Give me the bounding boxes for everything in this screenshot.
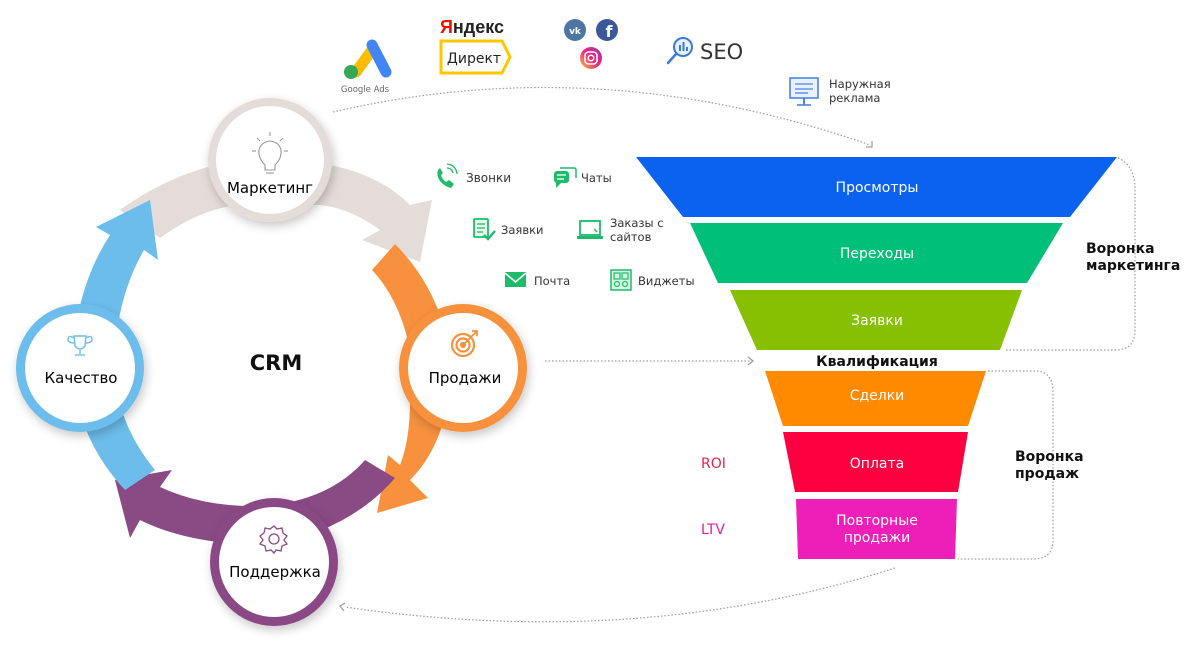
gear-icon xyxy=(258,525,289,555)
funnel-stage-label-payment: Оплата xyxy=(850,456,904,472)
funnel-stage-repeat-sales[interactable] xyxy=(796,499,957,559)
channel-label-line1: Заказы с xyxy=(610,216,664,230)
google-ads-icon xyxy=(344,39,392,79)
outdoor-label-line2: реклама xyxy=(829,91,880,105)
sales-funnel-title-line2: продаж xyxy=(1015,466,1079,482)
funnel-stage-payment[interactable] xyxy=(783,432,968,492)
marketing-funnel-bracket xyxy=(1005,157,1136,351)
seo-logo[interactable]: SEO xyxy=(666,37,743,65)
svg-text:f: f xyxy=(606,22,614,41)
stage-label-quality: Качество xyxy=(45,369,118,387)
stage-node-support[interactable] xyxy=(210,498,338,626)
outdoor-label-line1: Наружная xyxy=(829,77,891,91)
connector-funnel-to-support xyxy=(344,567,896,623)
google-ads-logo[interactable]: Google Ads xyxy=(341,39,392,95)
ltv-metric-label: LTV xyxy=(701,522,725,538)
funnel-stage-clicks[interactable] xyxy=(690,223,1063,283)
yandex-direct-logo[interactable]: Яндекс Директ xyxy=(439,17,512,75)
funnel-stage-label-views: Просмотры xyxy=(836,180,919,196)
connector-support-arrowhead xyxy=(339,602,346,612)
mail-icon xyxy=(504,272,527,287)
sales-funnel-bracket xyxy=(958,370,1054,560)
stage-node-quality[interactable] xyxy=(16,304,144,432)
channel-requests[interactable]: Заявки xyxy=(473,218,544,241)
sales-funnel-title-line1: Воронка xyxy=(1015,449,1084,465)
qualification-label: Квалификация xyxy=(816,354,938,370)
direct-label: Директ xyxy=(447,51,501,67)
funnel-stage-label-repeat-line1: Повторные xyxy=(836,513,918,529)
funnel-stage-label-clicks: Переходы xyxy=(840,246,914,262)
connector-sources-arrowhead xyxy=(866,141,873,148)
channel-label-line2: сайтов xyxy=(610,230,652,244)
target-icon xyxy=(450,330,478,358)
stage-node-sales[interactable] xyxy=(399,304,527,432)
funnel-stage-label-requests: Заявки xyxy=(851,313,903,329)
google-ads-label: Google Ads xyxy=(341,85,390,95)
funnel-stage-views[interactable] xyxy=(636,157,1117,217)
funnel-stage-deals[interactable] xyxy=(765,371,986,426)
facebook-icon[interactable]: f xyxy=(596,19,618,41)
seo-label: SEO xyxy=(700,40,743,64)
channel-mail[interactable]: Почта xyxy=(504,272,570,288)
channel-calls[interactable]: Звонки xyxy=(437,163,511,188)
yandex-label: Яндекс xyxy=(440,17,504,37)
form-check-icon xyxy=(473,218,496,241)
widgets-icon xyxy=(610,269,632,291)
connector-sources-to-funnel xyxy=(332,86,871,146)
connector-sales-arrowhead xyxy=(747,356,754,366)
connectors xyxy=(332,86,1136,623)
laptop-icon xyxy=(577,220,603,239)
channel-chats[interactable]: Чаты xyxy=(554,167,612,188)
trophy-icon xyxy=(67,335,93,356)
funnel-stage-label-deals: Сделки xyxy=(850,388,905,404)
funnel-stage-label-repeat-line2: продажи xyxy=(844,530,911,546)
vk-icon[interactable]: vk xyxy=(564,19,586,41)
direct-badge-outline xyxy=(439,39,512,75)
channel-label: Почта xyxy=(534,274,570,288)
billboard-icon xyxy=(789,77,819,106)
channel-label: Виджеты xyxy=(638,274,695,288)
channel-site-orders[interactable]: Заказы с сайтов xyxy=(577,216,664,244)
channel-label: Звонки xyxy=(466,171,511,185)
instagram-icon[interactable] xyxy=(580,47,602,69)
channel-label: Чаты xyxy=(581,171,612,185)
stage-label-sales: Продажи xyxy=(429,369,502,387)
stage-label-support: Поддержка xyxy=(229,563,321,581)
channel-widgets[interactable]: Виджеты xyxy=(610,269,695,291)
marketing-funnel-title-line2: маркетинга xyxy=(1086,258,1180,274)
magnifier-chart-icon xyxy=(666,37,693,65)
chat-icon xyxy=(554,167,577,188)
crm-center-label: CRM xyxy=(250,351,302,375)
social-logos: vk f xyxy=(564,19,618,69)
arrow-marketing xyxy=(120,160,432,262)
marketing-funnel-title-line1: Воронка xyxy=(1086,241,1155,257)
svg-text:vk: vk xyxy=(569,27,582,37)
stage-label-marketing: Маркетинг xyxy=(227,179,313,197)
stage-node-marketing[interactable] xyxy=(208,98,332,222)
outdoor-ads-source[interactable]: Наружная реклама xyxy=(789,77,891,106)
channel-label: Заявки xyxy=(501,223,544,237)
lightbulb-icon xyxy=(252,132,288,174)
phone-icon xyxy=(437,163,458,188)
roi-metric-label: ROI xyxy=(701,456,726,472)
funnel-stage-requests[interactable] xyxy=(730,290,1022,350)
channels: Звонки Чаты Заявки xyxy=(437,163,695,291)
funnel xyxy=(636,157,1117,559)
